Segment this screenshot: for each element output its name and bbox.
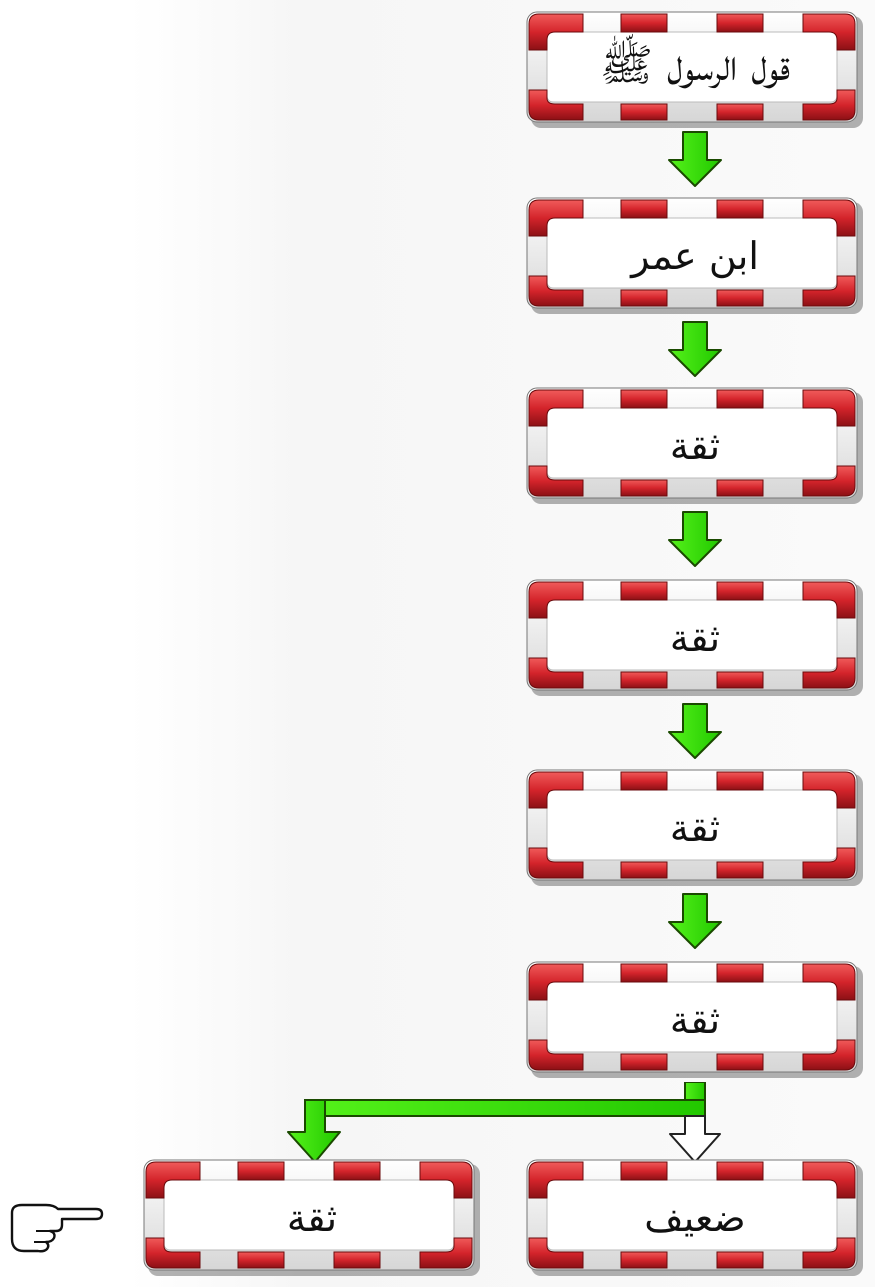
down-arrow-icon — [665, 702, 725, 762]
node-label: ثقة — [669, 806, 721, 850]
node-prophet-saying: قول الرسول ﷺ — [525, 10, 865, 130]
node-label: ابن عمر — [631, 234, 759, 278]
node-thiqa-1: ثقة — [525, 386, 865, 506]
down-arrow-icon — [665, 320, 725, 380]
pointing-hand-icon — [10, 1203, 104, 1253]
down-arrow-icon — [665, 130, 725, 190]
node-label: ضعيف — [644, 1196, 746, 1240]
node-thiqa-4: ثقة — [525, 960, 865, 1080]
split-connector — [287, 1082, 721, 1163]
node-ibn-umar: ابن عمر — [525, 196, 865, 316]
down-arrow-icon — [665, 892, 725, 952]
node-label: ثقة — [669, 424, 721, 468]
green-down-arrow-icon — [287, 1099, 341, 1163]
node-label: ثقة — [669, 998, 721, 1042]
node-thiqa-5: ثقة — [142, 1158, 482, 1278]
node-label: ثقة — [669, 616, 721, 660]
node-daif: ضعيف — [525, 1158, 865, 1278]
node-thiqa-2: ثقة — [525, 578, 865, 698]
hollow-down-arrow-icon — [669, 1115, 721, 1163]
node-label: قول الرسول ﷺ — [599, 40, 791, 91]
node-thiqa-3: ثقة — [525, 768, 865, 888]
down-arrow-icon — [665, 510, 725, 570]
node-label: ثقة — [286, 1196, 338, 1240]
